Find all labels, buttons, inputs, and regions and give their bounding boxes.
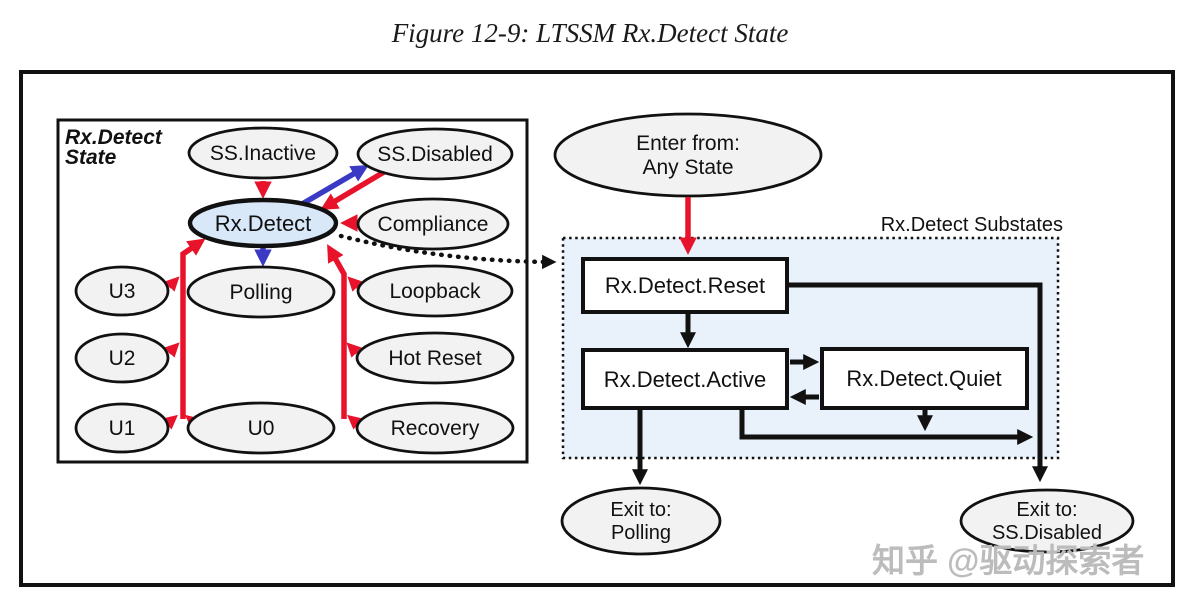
svg-text:SS.Inactive: SS.Inactive <box>210 142 316 165</box>
substate-rx-detect-active: Rx.Detect.Active <box>581 348 789 410</box>
svg-text:Hot Reset: Hot Reset <box>388 347 482 370</box>
panel-title: Rx.Detect State <box>65 126 163 169</box>
substates-box-label: Rx.Detect Substates <box>881 214 1063 236</box>
figure-caption: Figure 12-9: LTSSM Rx.Detect State <box>391 18 789 48</box>
svg-text:SS.Disabled: SS.Disabled <box>377 143 493 166</box>
exit-to-polling: Exit to: Polling <box>560 486 722 556</box>
state-u2: U2 <box>74 332 170 384</box>
arrow-hotreset-branch <box>346 342 362 358</box>
svg-text:Rx.Detect.Active: Rx.Detect.Active <box>604 367 767 392</box>
arrow-rxdetect-to-ssdisabled <box>295 165 369 210</box>
arrow-ssdisabled-to-rxdetect <box>320 169 386 211</box>
watermark: 知乎 @驱动探索者 <box>872 542 1144 579</box>
state-loopback: Loopback <box>356 264 514 318</box>
arrow-left-trunk-to-rxdetect <box>180 238 206 419</box>
state-compliance: Compliance <box>356 197 510 251</box>
state-ss-disabled: SS.Disabled <box>356 127 514 181</box>
state-u0: U0 <box>186 401 336 455</box>
svg-text:Polling: Polling <box>611 522 671 544</box>
svg-text:Exit to:: Exit to: <box>610 499 671 521</box>
svg-text:State: State <box>65 146 117 169</box>
svg-text:Exit to:: Exit to: <box>1016 499 1077 521</box>
svg-text:Rx.Detect.Reset: Rx.Detect.Reset <box>605 273 765 298</box>
svg-text:Rx.Detect.Quiet: Rx.Detect.Quiet <box>846 366 1001 391</box>
substate-rx-detect-quiet: Rx.Detect.Quiet <box>820 347 1029 410</box>
state-polling: Polling <box>186 265 336 319</box>
rx-detect-state-panel <box>56 118 529 464</box>
svg-text:U0: U0 <box>248 417 275 440</box>
svg-text:Rx.Detect: Rx.Detect <box>215 211 312 236</box>
state-u1: U1 <box>74 402 170 454</box>
svg-text:SS.Disabled: SS.Disabled <box>992 522 1102 544</box>
arrow-u2-branch <box>164 342 180 358</box>
svg-text:Loopback: Loopback <box>389 280 481 303</box>
state-u3: U3 <box>74 265 170 317</box>
svg-text:Enter from:: Enter from: <box>636 132 740 155</box>
left-panel-arrows <box>162 165 386 430</box>
exit-to-ss-disabled: Exit to: SS.Disabled <box>959 488 1135 554</box>
svg-text:U1: U1 <box>109 417 136 440</box>
arrow-reset-to-exit-disabled <box>789 282 1049 483</box>
substate-rx-detect-reset: Rx.Detect.Reset <box>581 257 789 314</box>
arrow-right-trunk-to-rxdetect <box>327 244 347 419</box>
state-rx-detect: Rx.Detect <box>187 197 339 249</box>
enter-from-any-state: Enter from: Any State <box>553 112 823 198</box>
state-recovery: Recovery <box>355 401 515 455</box>
svg-text:U2: U2 <box>109 347 136 370</box>
arrow-loopback-branch <box>347 276 363 292</box>
state-hot-reset: Hot Reset <box>355 331 515 385</box>
substates-arrows <box>631 282 1049 486</box>
state-ss-inactive: SS.Inactive <box>187 126 339 180</box>
svg-text:Polling: Polling <box>229 281 292 304</box>
svg-text:Compliance: Compliance <box>378 213 489 236</box>
svg-text:Recovery: Recovery <box>391 417 480 440</box>
svg-text:Any State: Any State <box>642 156 733 179</box>
svg-text:Rx.Detect: Rx.Detect <box>65 126 163 149</box>
arrow-u3-branch <box>164 276 180 292</box>
arrow-active-to-exit-disabled <box>739 410 1034 446</box>
dotted-zoom-connector <box>338 233 557 270</box>
svg-text:U3: U3 <box>109 280 136 303</box>
